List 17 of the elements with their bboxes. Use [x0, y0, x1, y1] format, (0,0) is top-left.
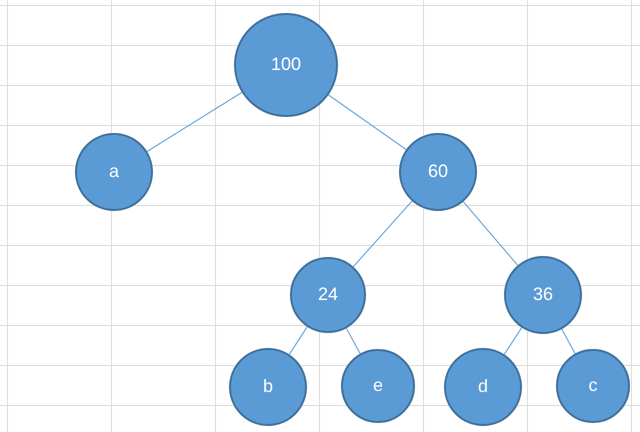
connector-line	[561, 328, 576, 354]
node-label: e	[372, 376, 383, 396]
connector-line	[288, 326, 308, 355]
node-label: a	[108, 162, 119, 182]
connector-line	[346, 328, 361, 354]
node-label: 60	[428, 162, 448, 182]
node-label: b	[262, 377, 273, 397]
node-label: c	[588, 376, 598, 396]
node-label: 36	[532, 285, 554, 305]
node-label: 100	[270, 55, 302, 75]
connector-line	[352, 200, 412, 268]
connector-line	[504, 327, 522, 355]
node-label: 24	[318, 285, 338, 305]
connector-line	[328, 94, 407, 150]
node-label: d	[478, 377, 488, 397]
connector-line	[146, 92, 242, 152]
connector-line	[462, 201, 518, 266]
